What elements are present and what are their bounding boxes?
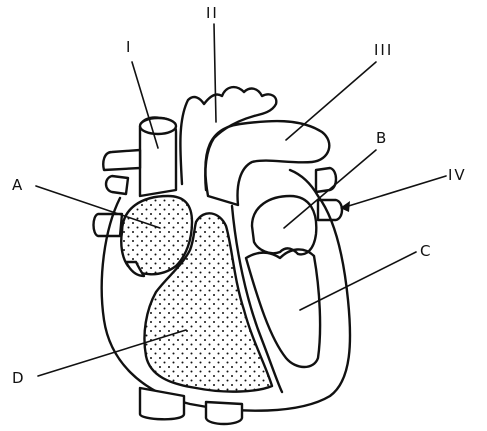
label-D: D: [12, 369, 26, 387]
leader-line-II: [214, 24, 216, 122]
pulmonary-vein-upper: [103, 150, 140, 170]
leader-line-III: [286, 62, 376, 140]
label-II: II: [206, 4, 219, 22]
leader-line-IV: [342, 176, 446, 208]
pulmonary-vein-right-upper: [316, 168, 336, 192]
inferior-vena-cava: [140, 388, 184, 419]
label-III: III: [374, 41, 393, 59]
left-atrium: [252, 196, 316, 254]
descending-aorta: [206, 402, 242, 424]
label-IV: IV: [448, 166, 467, 184]
label-B: B: [376, 129, 388, 147]
label-C: C: [420, 242, 432, 260]
label-I: I: [126, 38, 132, 56]
aortic-arch: [205, 121, 329, 205]
pulmonary-vein-mid: [106, 176, 128, 194]
vena-cava-opening: [140, 118, 176, 134]
label-A: A: [12, 176, 24, 194]
